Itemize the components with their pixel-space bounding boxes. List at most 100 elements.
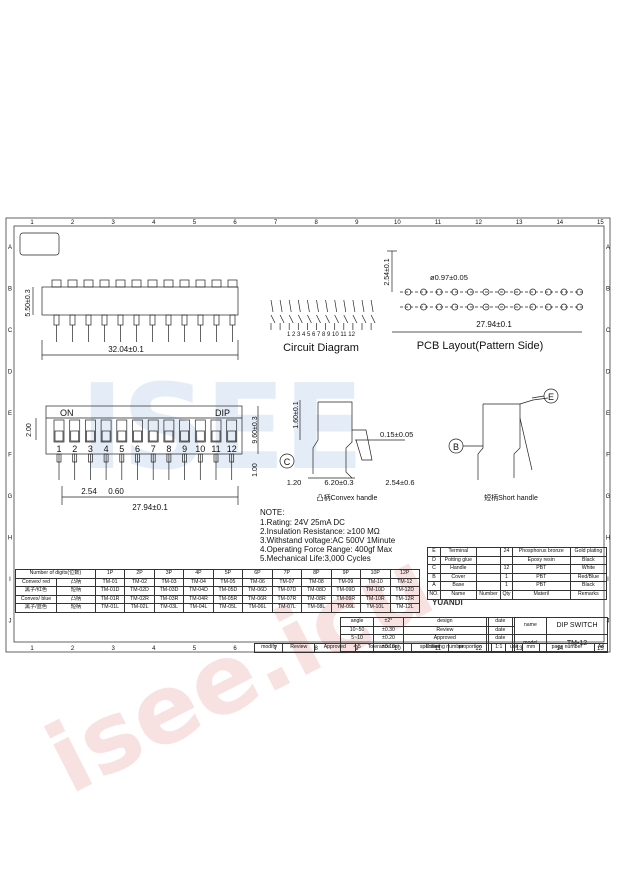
digits-kind-cell: 凸柄 — [56, 577, 96, 588]
switch-blade — [343, 314, 349, 324]
top-tab — [147, 279, 158, 288]
switch-number: 3 — [88, 444, 93, 454]
digits-model-cell: TM-10L — [360, 603, 391, 613]
callout-b-letter: B — [453, 442, 459, 452]
name-value: DIP SWITCH — [546, 616, 608, 636]
digits-model-cell: TM-02R — [124, 594, 155, 605]
frame-col-number: 8 — [315, 220, 319, 226]
note-line: 4.Operating Force Range: 400gf Max — [260, 545, 392, 554]
top-tab — [131, 279, 142, 288]
front-leg-shoulder — [197, 453, 203, 463]
switch-number: 7 — [151, 444, 156, 454]
callout-b — [448, 438, 464, 454]
frame-row-letter: G — [606, 494, 611, 500]
switch-key — [53, 419, 65, 443]
switch-upper-lead — [297, 299, 301, 313]
digits-model-cell: TM-06 — [242, 577, 273, 588]
switch-upper-lead — [334, 299, 338, 313]
frame-row-letter: H — [8, 536, 12, 542]
footer-cell: unit — [505, 643, 523, 653]
note-line: 3.Withstand voltage:AC 500V 1Minute — [260, 536, 396, 545]
top-tab — [83, 279, 94, 288]
digits-model-cell: TM-09 — [330, 577, 362, 588]
footer-cell: 1:1 — [491, 643, 507, 653]
switch-upper-lead — [307, 299, 310, 313]
front-leg-shoulder — [103, 453, 109, 463]
digits-group-cell: 黑子/蓝色 — [15, 603, 57, 613]
circuit-diagram-graphic — [270, 299, 376, 330]
top-pin-shoulder — [117, 314, 124, 326]
switch-number: 2 — [72, 444, 77, 454]
bom-cell-remarks: Black — [569, 581, 608, 591]
bom-cell-qty: 1 — [500, 581, 513, 591]
digits-model-cell: TM-04D — [183, 586, 214, 596]
digits-header-cell: 5P — [212, 569, 244, 579]
footer-cell: page number — [538, 643, 596, 653]
switch-number: 12 — [227, 444, 237, 454]
bom-cell-name: Terminal — [439, 547, 477, 557]
bom-header-cell: Qty — [500, 589, 513, 600]
bom-cell-material: PBT — [511, 581, 571, 591]
bom-cell-name: Potting glue — [439, 555, 477, 566]
digits-model-cell: TM-12 — [389, 577, 420, 588]
digits-group-cell: Convex/ blue — [15, 594, 57, 605]
digits-model-cell: TM-09L — [330, 603, 362, 613]
frame-row-letter: E — [606, 411, 610, 417]
frame-row-letter: A — [606, 245, 610, 251]
switch-blade — [334, 314, 340, 324]
switch-blade — [325, 314, 330, 324]
top-view — [19, 232, 239, 360]
digits-header-cell: 2P — [124, 569, 155, 579]
front-span-dim: 27.94±0.1 — [132, 503, 168, 512]
digits-model-cell: TM-10 — [360, 577, 391, 588]
top-pin-shoulder — [181, 314, 188, 326]
notes-title: NOTE: — [260, 508, 284, 517]
tolerance-value: ±0.30 — [373, 625, 404, 636]
pcb-title: PCB Layout(Pattern Side) — [417, 340, 544, 352]
frame-col-number: 6 — [233, 220, 237, 226]
bom-cell-number — [475, 564, 502, 574]
switch-upper-lead — [352, 299, 356, 313]
switch-number: 11 — [211, 444, 220, 454]
frame-col-number: 4 — [152, 220, 156, 226]
frame-col-number: 7 — [274, 220, 278, 226]
digits-model-cell: TM-09D — [330, 586, 362, 596]
frame-row-letter: E — [8, 411, 12, 417]
bom-cell-remarks: Red/Blue — [569, 572, 608, 583]
pcb-hole — [498, 303, 505, 311]
digits-model-cell: TM-02L — [124, 603, 155, 613]
bom-cell-no: A — [427, 581, 441, 591]
digits-model-cell: TM-10R — [360, 594, 391, 605]
top-pins — [53, 314, 236, 342]
bom-cell-name: Handle — [439, 564, 477, 574]
switch-upper-lead — [361, 299, 365, 313]
switch-key — [116, 419, 128, 443]
bom-cell-no: B — [427, 572, 441, 583]
front-body — [45, 405, 243, 455]
digits-model-cell: TM-02D — [124, 586, 155, 596]
bom-cell-number — [475, 555, 502, 566]
switch-blade — [352, 314, 358, 324]
digits-model-cell: TM-08L — [301, 603, 332, 613]
front-leg-shoulder — [213, 453, 219, 463]
frame-col-number: 3 — [112, 646, 116, 652]
digits-model-cell: TM-05 — [212, 577, 244, 588]
side-view-convex — [299, 400, 405, 479]
note-line: 2.Insulation Resistance: ≥100 MΩ — [260, 527, 380, 536]
tolerance-label: 5~10 — [339, 634, 375, 644]
bom-header-cell: Name — [439, 589, 477, 600]
top-pin-shoulder — [149, 314, 156, 326]
top-tab — [211, 279, 222, 288]
bom-cell-no: C — [427, 564, 441, 574]
digits-model-cell: TM-12R — [389, 594, 420, 605]
side-c-dim-tip: 0.15±0.05 — [380, 430, 413, 439]
top-tab — [67, 279, 78, 288]
switch-upper-lead — [343, 299, 347, 313]
switch-blade — [370, 314, 376, 324]
digits-model-cell: TM-06D — [242, 586, 273, 596]
